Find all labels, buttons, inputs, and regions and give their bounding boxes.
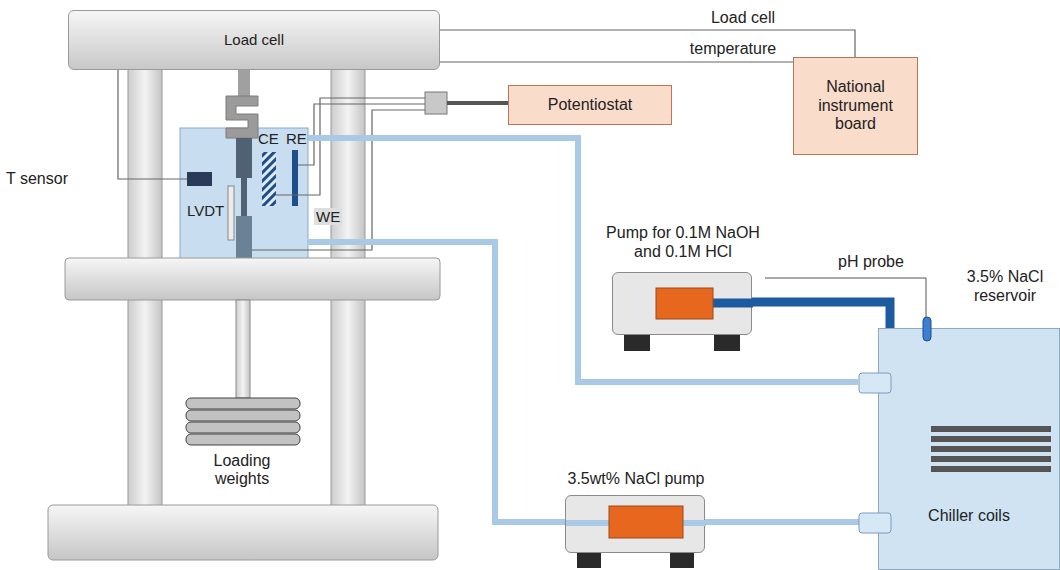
crosshead-bar: Load cell: [68, 10, 440, 70]
pump-drawing: [566, 496, 704, 552]
dosing-tube: [752, 302, 890, 328]
pump-heading: Pump for 0.1M NaOH and 0.1M HCl: [593, 224, 773, 261]
reservoir-drawing: [879, 329, 1059, 569]
part-label: pH probe: [838, 253, 904, 271]
part-label: Chiller coils: [879, 507, 1059, 525]
pump-unit: 3.5wt% NaCl pump: [565, 495, 705, 553]
signal-cable: [440, 61, 793, 62]
part-label: T sensor: [6, 170, 68, 188]
electrode-label: WE: [314, 208, 342, 225]
edge-label: temperature: [688, 40, 778, 58]
reservoir-tank: 3.5% NaCl reservoirChiller coils: [878, 328, 1060, 570]
instrument-box: Potentiostat: [508, 85, 672, 125]
box-label: Potentiostat: [548, 96, 633, 114]
brine-tube: [705, 519, 878, 525]
box-label: National instrument board: [799, 78, 912, 133]
pump-drawing: [613, 273, 751, 334]
instrument-box: National instrument board: [793, 57, 918, 155]
tank-heading: 3.5% NaCl reservoir: [955, 268, 1055, 305]
electrode-label: RE: [286, 130, 307, 147]
box-label: Load cell: [224, 31, 284, 48]
electrode-label: CE: [258, 130, 279, 147]
part-label: LVDT: [187, 202, 224, 219]
pump-unit: Pump for 0.1M NaOH and 0.1M HCl: [612, 272, 752, 335]
pump-heading: 3.5wt% NaCl pump: [541, 470, 731, 488]
signal-cable: [440, 30, 855, 57]
edge-label: Load cell: [709, 9, 777, 27]
part-label: Loading weights: [197, 452, 287, 489]
